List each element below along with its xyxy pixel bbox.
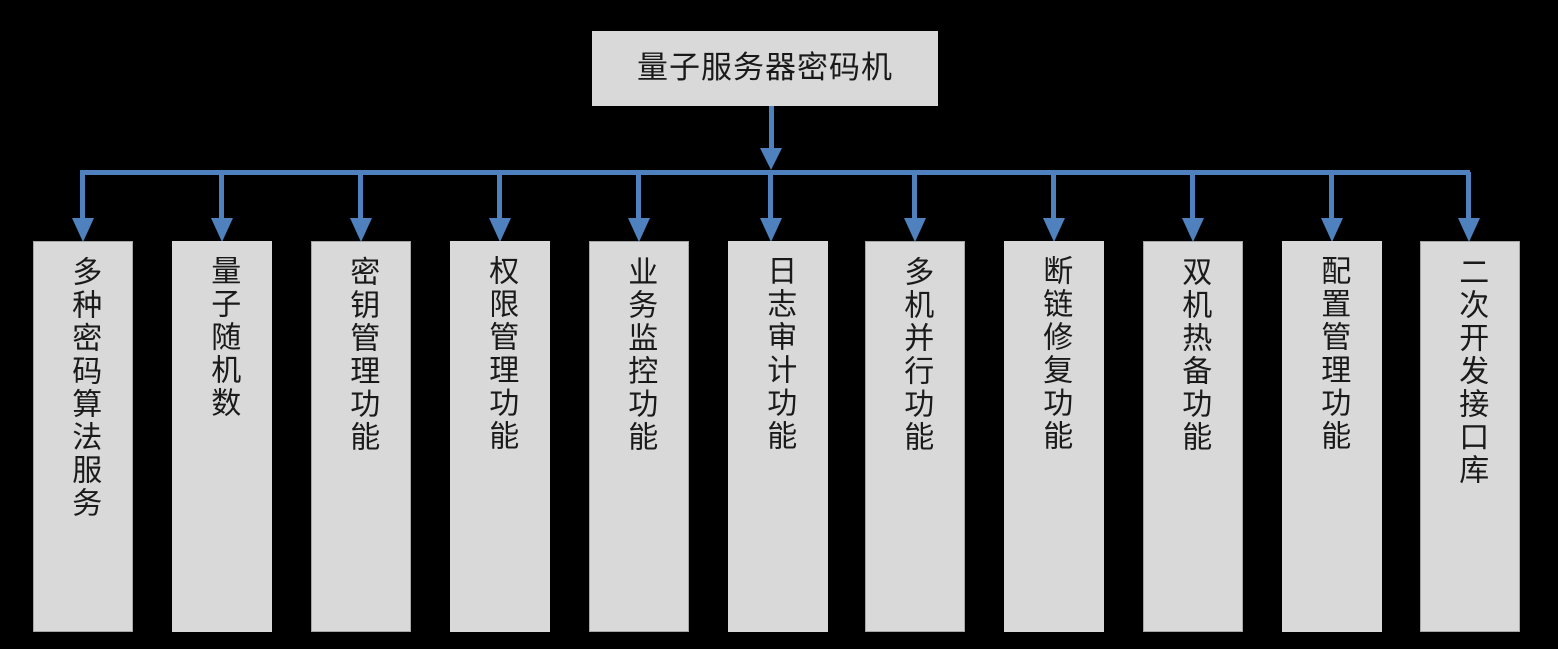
arrow-stem	[912, 172, 917, 220]
connector-arrow-1	[72, 172, 94, 242]
root-node-label: 量子服务器密码机	[637, 50, 893, 86]
arrow-stem	[80, 172, 85, 220]
connector-arrow-4	[489, 172, 511, 242]
child-node-label: 双机热备功能	[1176, 256, 1212, 454]
arrow-head-icon	[1043, 218, 1065, 242]
arrow-head-icon	[1182, 218, 1204, 242]
arrow-head-icon	[1458, 218, 1480, 242]
child-node-label: 权限管理功能	[483, 255, 519, 453]
connector-arrow-6	[760, 172, 782, 242]
child-node-label: 二次开发接口库	[1453, 256, 1489, 487]
child-node-8[interactable]: 断链修复功能	[1004, 241, 1104, 632]
arrow-head-icon	[72, 218, 94, 242]
arrow-stem	[219, 172, 224, 220]
arrow-head-icon	[628, 218, 650, 242]
arrow-head-icon	[760, 218, 782, 242]
root-node[interactable]: 量子服务器密码机	[592, 31, 938, 106]
arrow-stem	[768, 172, 773, 220]
arrow-head-icon	[489, 218, 511, 242]
root-connector-arrowhead-icon	[760, 148, 782, 170]
arrow-stem	[1466, 172, 1471, 220]
child-node-11[interactable]: 二次开发接口库	[1420, 241, 1520, 632]
child-node-3[interactable]: 密钥管理功能	[311, 241, 411, 632]
arrow-stem	[636, 172, 641, 220]
connector-arrow-8	[1043, 172, 1065, 242]
child-node-label: 业务监控功能	[622, 256, 658, 454]
connector-arrow-3	[350, 172, 372, 242]
connector-arrow-5	[628, 172, 650, 242]
child-node-label: 多机并行功能	[898, 256, 934, 454]
arrow-head-icon	[1321, 218, 1343, 242]
child-node-2[interactable]: 量子随机数	[172, 241, 272, 632]
arrow-stem	[1329, 172, 1334, 220]
child-node-9[interactable]: 双机热备功能	[1143, 241, 1243, 632]
child-node-label: 多种密码算法服务	[66, 256, 102, 520]
connector-bus-line	[80, 170, 1470, 175]
child-node-label: 断链修复功能	[1037, 255, 1073, 453]
arrow-stem	[497, 172, 502, 220]
child-node-label: 日志审计功能	[761, 255, 797, 453]
connector-arrow-9	[1182, 172, 1204, 242]
arrow-head-icon	[904, 218, 926, 242]
connector-arrow-10	[1321, 172, 1343, 242]
child-node-4[interactable]: 权限管理功能	[450, 241, 550, 632]
child-node-6[interactable]: 日志审计功能	[728, 241, 828, 632]
arrow-stem	[1051, 172, 1056, 220]
connector-arrow-11	[1458, 172, 1480, 242]
child-node-label: 密钥管理功能	[344, 256, 380, 454]
arrow-stem	[1190, 172, 1195, 220]
child-node-label: 量子随机数	[205, 255, 241, 420]
connector-arrow-7	[904, 172, 926, 242]
root-connector-stem	[769, 106, 774, 152]
arrow-head-icon	[350, 218, 372, 242]
child-node-5[interactable]: 业务监控功能	[589, 241, 689, 632]
connector-arrow-2	[211, 172, 233, 242]
child-node-label: 配置管理功能	[1315, 255, 1351, 453]
child-node-10[interactable]: 配置管理功能	[1282, 241, 1382, 632]
child-node-7[interactable]: 多机并行功能	[865, 241, 965, 632]
arrow-head-icon	[211, 218, 233, 242]
child-node-1[interactable]: 多种密码算法服务	[33, 241, 133, 632]
arrow-stem	[358, 172, 363, 220]
